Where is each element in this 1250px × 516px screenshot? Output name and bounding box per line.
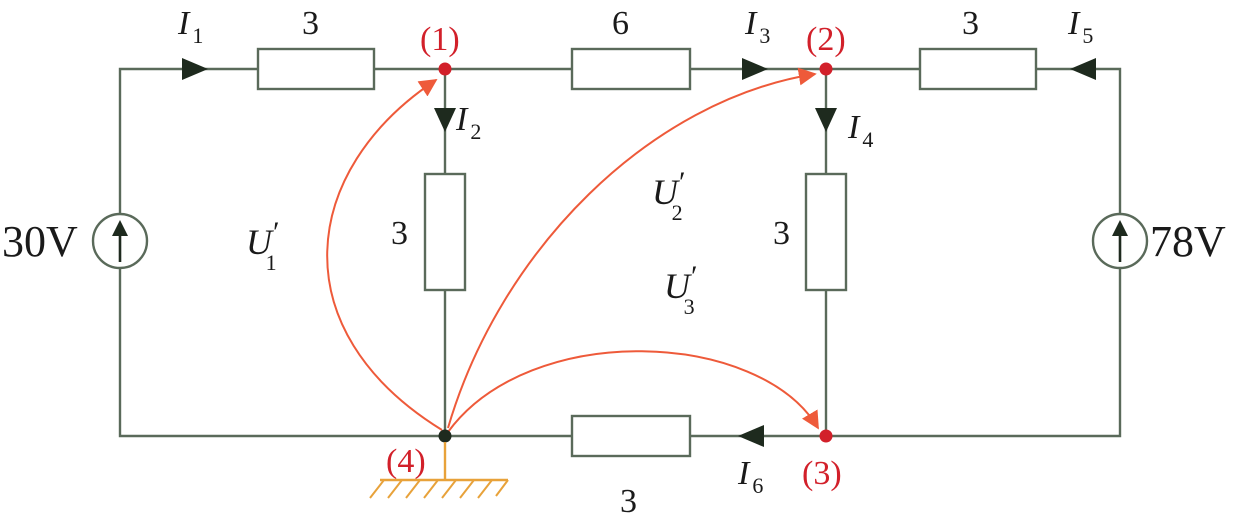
resistor-bottom [570,414,692,458]
node-2-label: (2) [806,21,846,58]
node-1-dot [438,62,452,76]
voltage-source-right [1091,212,1149,270]
node-3-label: (3) [802,455,842,492]
resistor-bottom-label: 3 [620,483,637,516]
source-arrow-icon [112,220,128,236]
node-4-dot [438,429,452,443]
resistor-vert-right [804,172,848,292]
current-arrow-i2 [434,108,456,132]
node-3-dot [819,429,833,443]
voltage-arc-u2 [447,67,817,429]
resistor-top-right-label: 3 [962,5,979,42]
resistor-top-left [256,47,376,91]
resistor-top-mid-label: 6 [612,5,629,42]
resistor-top-right [918,47,1038,91]
resistor-top-left-label: 3 [302,5,319,42]
wire-right-bottom [690,268,1122,438]
voltage-label-u2: U′2 [652,166,686,225]
source-left-label: 30V [2,217,78,266]
voltage-arcs [326,67,819,433]
current-arrow-i5 [1070,58,1096,80]
voltage-label-u3: U′3 [664,260,698,319]
voltage-arc-u3 [447,350,819,433]
node-4-label: (4) [386,443,426,480]
source-arrow-icon [1112,220,1128,236]
ground-icon [369,442,509,499]
wires [118,67,1122,438]
node-1-label: (1) [420,21,460,58]
wire-right-loop [1036,67,1122,214]
voltage-label-u1: U′1 [246,216,280,275]
resistor-vert-left [423,172,467,292]
current-arrow-i6 [738,425,764,447]
current-arrow-i1 [182,58,208,80]
voltage-arc-u1 [326,79,443,431]
current-arrow-i4 [815,108,837,132]
source-right-label: 78V [1150,217,1226,266]
current-arrow-i3 [742,58,768,80]
resistor-vert-right-label: 3 [773,215,790,252]
resistor-vert-left-label: 3 [391,215,408,252]
resistor-top-mid [570,47,692,91]
voltage-source-left [91,212,149,270]
wire-left-bottom [118,268,572,438]
wire-left-loop [118,67,258,214]
node-2-dot [819,62,833,76]
